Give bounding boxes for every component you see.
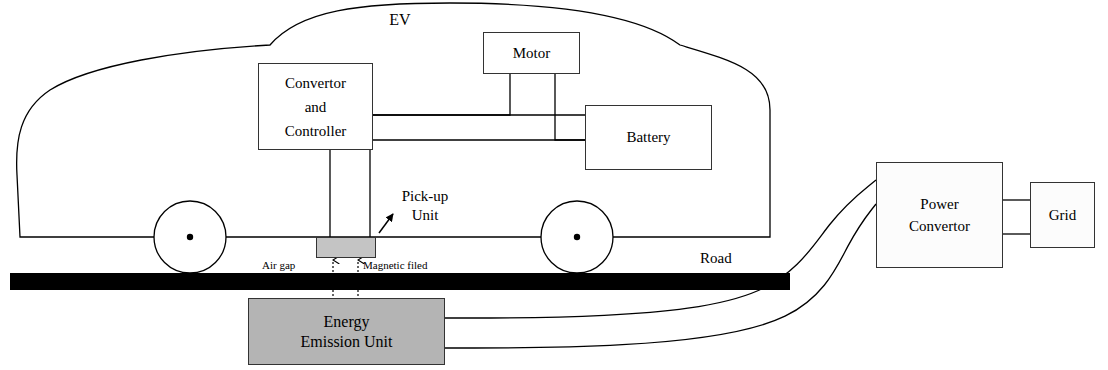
- wire: [445, 204, 876, 348]
- leader-arrow: [379, 214, 393, 233]
- motor-box: Motor: [483, 32, 580, 74]
- wire: [373, 139, 585, 140]
- car-body: [17, 3, 770, 237]
- node-label: Motor: [513, 44, 551, 63]
- pickup-unit: Pick-up Unit: [316, 237, 376, 258]
- power-convertor-box: Power Convertor: [876, 162, 1003, 268]
- wheel-hub: [574, 234, 580, 240]
- wire: [445, 180, 876, 318]
- energy-emission-box: Energy Emission Unit: [248, 298, 445, 365]
- wheel: [154, 201, 226, 273]
- vehicle-outline: MotorConvertor and ControllerBattery EV: [15, 0, 775, 240]
- node-label: Battery: [626, 128, 670, 147]
- node-label: Convertor and Controller: [281, 71, 351, 143]
- node-label: Power Convertor: [902, 193, 977, 238]
- battery-box: Battery: [585, 105, 712, 170]
- node-label: Energy Emission Unit: [297, 312, 397, 352]
- node-label: Pick-up Unit: [394, 187, 456, 225]
- wire: [1003, 233, 1030, 234]
- node-label: Grid: [1049, 206, 1077, 225]
- wire: [1003, 199, 1030, 200]
- wire: [329, 150, 330, 237]
- node-label: EV: [380, 10, 420, 30]
- air-gap-label: Air gap: [262, 259, 295, 271]
- magnetic-field-arrow: [332, 260, 333, 296]
- wire: [369, 150, 370, 237]
- grid-box: Grid: [1030, 182, 1095, 248]
- wheel-hub: [187, 234, 193, 240]
- road-label: Road: [700, 250, 732, 267]
- road-bar: [10, 273, 790, 290]
- wheel: [541, 201, 613, 273]
- controller-box: Convertor and Controller: [258, 63, 373, 150]
- magnetic-field-arrow: [357, 260, 358, 296]
- field-label: Magnetic filed: [363, 259, 427, 271]
- wire: [555, 74, 585, 140]
- wire: [373, 74, 510, 115]
